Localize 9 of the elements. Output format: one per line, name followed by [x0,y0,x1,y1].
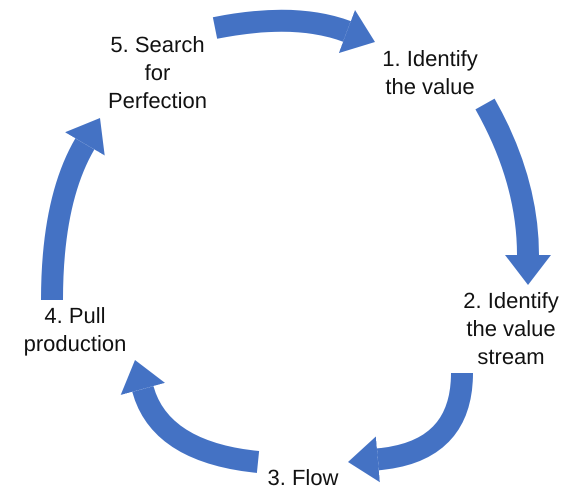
cycle-arrow [41,118,106,300]
step-label: 2. Identify the value stream [462,287,560,371]
step-label: 1. Identify the value [381,45,479,101]
cycle-arrow [121,360,260,473]
cycle-arrow [213,10,376,54]
step-label: 3. Flow [268,464,338,492]
step-label: 5. Search for Perfection [106,31,208,115]
cycle-arrow [475,98,551,285]
step-label: 4. Pull production [22,302,128,358]
